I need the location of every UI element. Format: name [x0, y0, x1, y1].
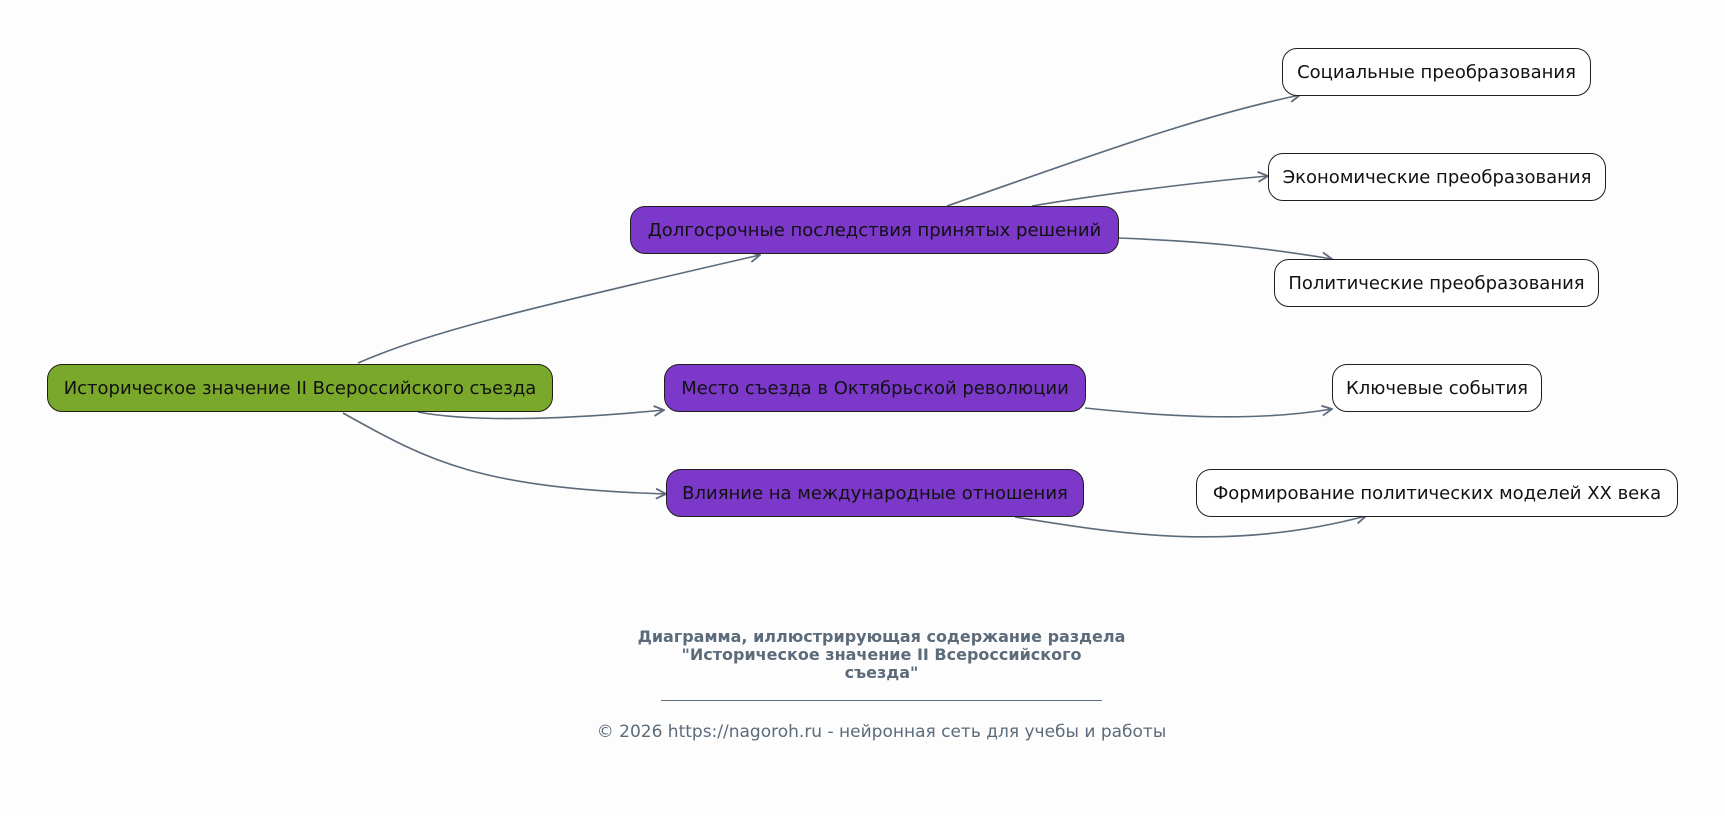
edge-international-models: [1014, 516, 1366, 538]
diagram-caption-title: Диаграмма, иллюстрирующая содержание раз…: [0, 628, 1725, 682]
edge-root-long-term: [357, 255, 760, 364]
node-root: Историческое значение II Всероссийского …: [47, 364, 553, 412]
caption-line-1: Диаграмма, иллюстрирующая содержание раз…: [637, 627, 1126, 646]
caption-line-2: "Историческое значение II Всероссийского: [681, 645, 1082, 664]
node-long-term-consequences: Долгосрочные последствия принятых решени…: [630, 206, 1119, 254]
caption-rule: [661, 700, 1102, 701]
node-economic-transformations: Экономические преобразования: [1268, 153, 1606, 201]
node-october-revolution-place: Место съезда в Октябрьской революции: [664, 364, 1086, 412]
edge-root-october: [417, 410, 664, 420]
node-political-models: Формирование политических моделей XX век…: [1196, 469, 1678, 517]
edge-long-term-political: [1117, 237, 1332, 259]
caption-line-3: съезда": [844, 663, 919, 682]
node-social-transformations: Социальные преобразования: [1282, 48, 1591, 96]
copyright-credit: © 2026 https://nagoroh.ru - нейронная се…: [596, 722, 1167, 742]
edge-long-term-economic: [1031, 176, 1268, 207]
node-political-transformations: Политические преобразования: [1274, 259, 1599, 307]
edge-long-term-social: [946, 95, 1300, 207]
node-key-events: Ключевые события: [1332, 364, 1542, 412]
edge-root-international: [342, 412, 666, 494]
edge-october-key-events: [1084, 408, 1332, 418]
node-international-relations: Влияние на международные отношения: [666, 469, 1084, 517]
